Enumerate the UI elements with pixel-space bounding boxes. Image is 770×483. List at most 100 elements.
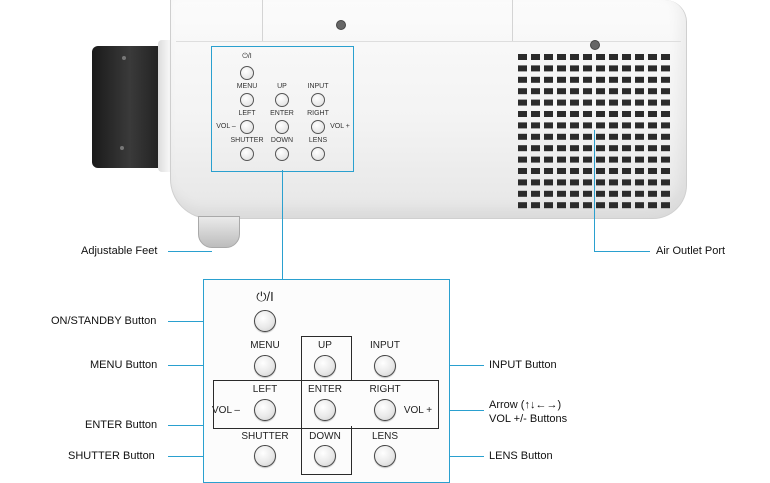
- up-button[interactable]: [314, 355, 336, 377]
- vent-slot: [609, 168, 618, 174]
- vent-slot: [661, 122, 670, 129]
- lens-button[interactable]: [374, 445, 396, 467]
- sm-left-button[interactable]: [240, 120, 254, 134]
- right-vol-plus-button[interactable]: [374, 399, 396, 421]
- sm-down-button[interactable]: [275, 147, 289, 161]
- sm-shutter-button[interactable]: [240, 147, 254, 161]
- vent-slot: [518, 88, 527, 95]
- vent-slot: [518, 133, 527, 140]
- vent-slot: [609, 190, 618, 197]
- vent-slot: [531, 156, 540, 163]
- vent-slot: [609, 179, 618, 186]
- input-button[interactable]: [374, 355, 396, 377]
- vent-slot: [648, 156, 657, 163]
- vol-plus-label: VOL +: [403, 405, 433, 416]
- vent-slot: [544, 133, 553, 140]
- vent-slot: [544, 202, 553, 209]
- vent-slot: [661, 156, 670, 163]
- vent-slot: [596, 133, 605, 140]
- vent-slot: [596, 88, 605, 95]
- vent-slot: [531, 190, 540, 197]
- callout-on-standby-button: ON/STANDBY Button: [51, 315, 157, 327]
- sm-lens-label: LENS: [308, 137, 328, 144]
- vent-slot: [544, 76, 553, 83]
- vent-slot: [531, 76, 540, 83]
- on-standby-button[interactable]: [254, 310, 276, 332]
- vent-slot: [531, 179, 540, 186]
- vent-slot: [648, 76, 657, 83]
- sm-lens-button[interactable]: [311, 147, 325, 161]
- vent-slot: [570, 179, 579, 186]
- sm-enter-button[interactable]: [275, 120, 289, 134]
- vent-slot: [635, 111, 644, 117]
- vent-slot: [622, 179, 631, 186]
- sm-power-button[interactable]: [240, 66, 254, 80]
- callout-arrow-buttons: Arrow (↑↓←→): [489, 399, 562, 411]
- vent-slot: [609, 202, 618, 209]
- vent-slot: [570, 156, 579, 163]
- vent-slot: [544, 65, 553, 72]
- vent-slot: [518, 168, 527, 174]
- vent-slot: [583, 111, 592, 117]
- vent-slot: [544, 54, 553, 60]
- sm-menu-button[interactable]: [240, 93, 254, 107]
- sm-input-button[interactable]: [311, 93, 325, 107]
- vent-slot: [531, 145, 540, 152]
- vent-slot: [518, 65, 527, 72]
- vent-slot: [635, 133, 644, 140]
- body-seam: [176, 41, 681, 42]
- sm-shutter-label: SHUTTER: [230, 137, 264, 144]
- vent-slot: [557, 65, 566, 72]
- vent-slot: [596, 122, 605, 129]
- vol-minus-label: VOL –: [212, 405, 240, 416]
- vent-slot: [570, 133, 579, 140]
- left-vol-minus-button[interactable]: [254, 399, 276, 421]
- vent-slot: [635, 76, 644, 83]
- callout-adjustable-feet: Adjustable Feet: [81, 245, 158, 257]
- vent-slot: [596, 99, 605, 106]
- vent-slot: [648, 133, 657, 140]
- down-button[interactable]: [314, 445, 336, 467]
- vent-slot: [661, 99, 670, 106]
- shutter-button[interactable]: [254, 445, 276, 467]
- vent-slot: [661, 76, 670, 83]
- vent-slot: [596, 156, 605, 163]
- vent-slot: [531, 88, 540, 95]
- vent-slot: [596, 111, 605, 117]
- enter-button[interactable]: [314, 399, 336, 421]
- vent-slot: [622, 111, 631, 117]
- vent-slot: [531, 111, 540, 117]
- sm-power-label: ⏻/I: [242, 53, 252, 60]
- up-label: UP: [318, 340, 332, 351]
- vent-slot: [622, 76, 631, 83]
- vent-slot: [661, 133, 670, 140]
- vent-slot: [544, 190, 553, 197]
- menu-button[interactable]: [254, 355, 276, 377]
- vent-slot: [596, 54, 605, 60]
- vent-slot: [531, 133, 540, 140]
- vent-slot: [583, 122, 592, 129]
- air-outlet-port-grille: [518, 54, 670, 209]
- shutter-label: SHUTTER: [241, 431, 289, 442]
- projector-control-panel: ⏻/I MENU UP INPUT LEFT VOL – ENTER RIGHT…: [211, 46, 354, 172]
- vent-slot: [661, 65, 670, 72]
- callout-air-outlet-port: Air Outlet Port: [656, 245, 726, 257]
- vent-slot: [648, 88, 657, 95]
- vent-slot: [635, 99, 644, 106]
- vent-slot: [622, 122, 631, 129]
- vent-slot: [609, 65, 618, 72]
- vent-slot: [557, 190, 566, 197]
- vent-slot: [622, 99, 631, 106]
- vent-slot: [661, 202, 670, 209]
- vent-slot: [557, 54, 566, 60]
- sm-up-button[interactable]: [275, 93, 289, 107]
- vent-slot: [596, 190, 605, 197]
- vent-slot: [557, 88, 566, 95]
- sm-right-button[interactable]: [311, 120, 325, 134]
- vent-slot: [518, 76, 527, 83]
- vent-slot: [622, 156, 631, 163]
- vent-slot: [635, 168, 644, 174]
- vent-slot: [570, 145, 579, 152]
- screw-icon: [590, 40, 600, 50]
- vent-slot: [570, 202, 579, 209]
